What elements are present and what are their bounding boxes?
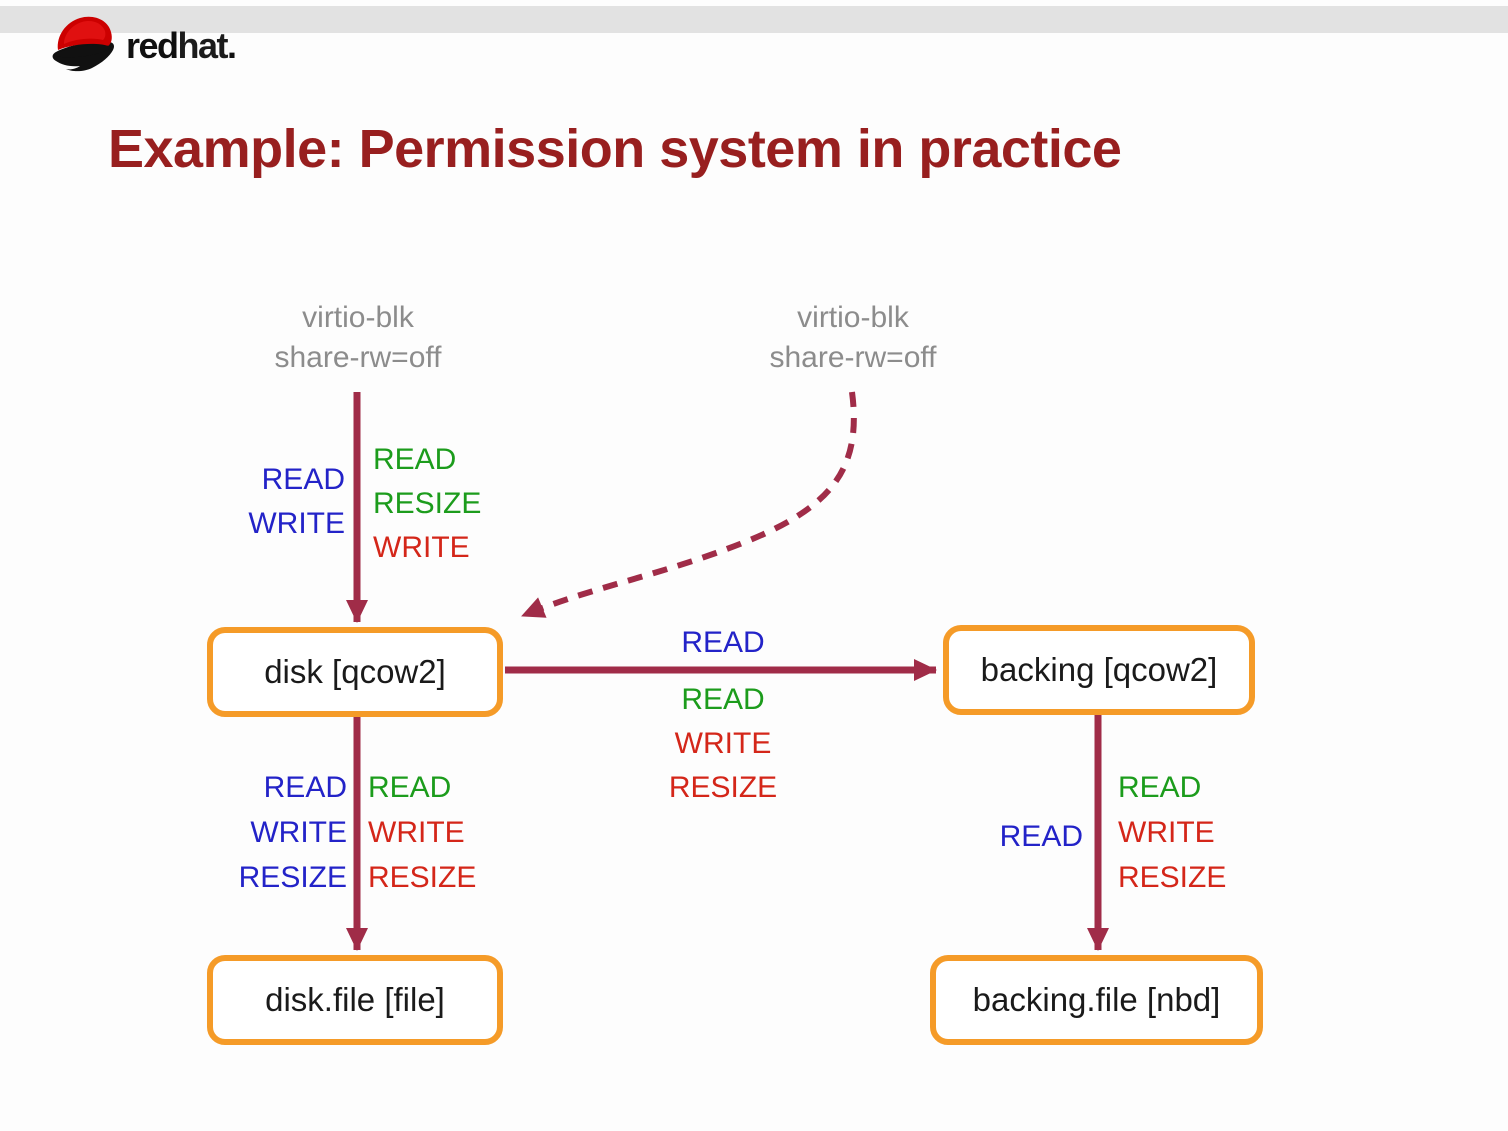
node-disk-file: disk.file [file] [207, 955, 503, 1045]
permission-label: RESIZE [238, 861, 347, 894]
perm-taken-virtio-disk: READ WRITE [125, 458, 345, 546]
source-line: virtio-blk [302, 301, 414, 334]
permission-label: WRITE [248, 507, 345, 540]
permission-label: WRITE [368, 816, 465, 849]
redhat-logo: redhat. [50, 6, 237, 72]
permission-label: READ [999, 820, 1083, 853]
permission-label: READ [263, 771, 347, 804]
node-backing: backing [qcow2] [943, 625, 1255, 715]
header-band [0, 6, 1508, 33]
permission-label: RESIZE [373, 487, 482, 520]
perm-shared-disk-file: READ WRITE RESIZE [368, 765, 588, 900]
permission-label: WRITE [250, 816, 347, 849]
source-line: share-rw=off [274, 341, 442, 374]
permission-label: READ [681, 683, 765, 716]
redhat-hat-icon [50, 8, 120, 72]
permission-label: WRITE [674, 727, 772, 760]
permission-label: WRITE [1118, 816, 1215, 849]
arrow-virtio2-to-disk-dashed [520, 391, 857, 619]
permission-label: RESIZE [368, 861, 477, 894]
permission-label: WRITE [373, 531, 470, 564]
perm-taken-backing-file: READ [863, 815, 1083, 859]
page-title: Example: Permission system in practice [108, 119, 1122, 179]
perm-taken-disk-file: READ WRITE RESIZE [127, 765, 347, 900]
perm-shared-backing-file: READ WRITE RESIZE [1118, 765, 1338, 900]
source-line: virtio-blk [797, 301, 909, 334]
permission-label: RESIZE [1118, 861, 1227, 894]
permission-label: READ [681, 626, 765, 659]
permission-label: READ [368, 771, 452, 804]
node-disk: disk [qcow2] [207, 627, 503, 717]
permission-label: READ [261, 463, 345, 496]
source-label-virtio-right: virtio-blk share-rw=off [703, 298, 1003, 378]
permission-label: READ [373, 443, 457, 476]
source-label-virtio-left: virtio-blk share-rw=off [208, 298, 508, 378]
perm-shared-disk-backing: READ WRITE RESIZE [623, 678, 823, 810]
perm-shared-virtio-disk: READ RESIZE WRITE [373, 438, 593, 570]
brand-text: redhat. [126, 25, 237, 66]
node-backing-file: backing.file [nbd] [930, 955, 1263, 1045]
source-line: share-rw=off [769, 341, 937, 374]
perm-taken-disk-backing: READ [623, 621, 823, 665]
permission-label: RESIZE [668, 771, 778, 804]
permission-label: READ [1118, 771, 1202, 804]
